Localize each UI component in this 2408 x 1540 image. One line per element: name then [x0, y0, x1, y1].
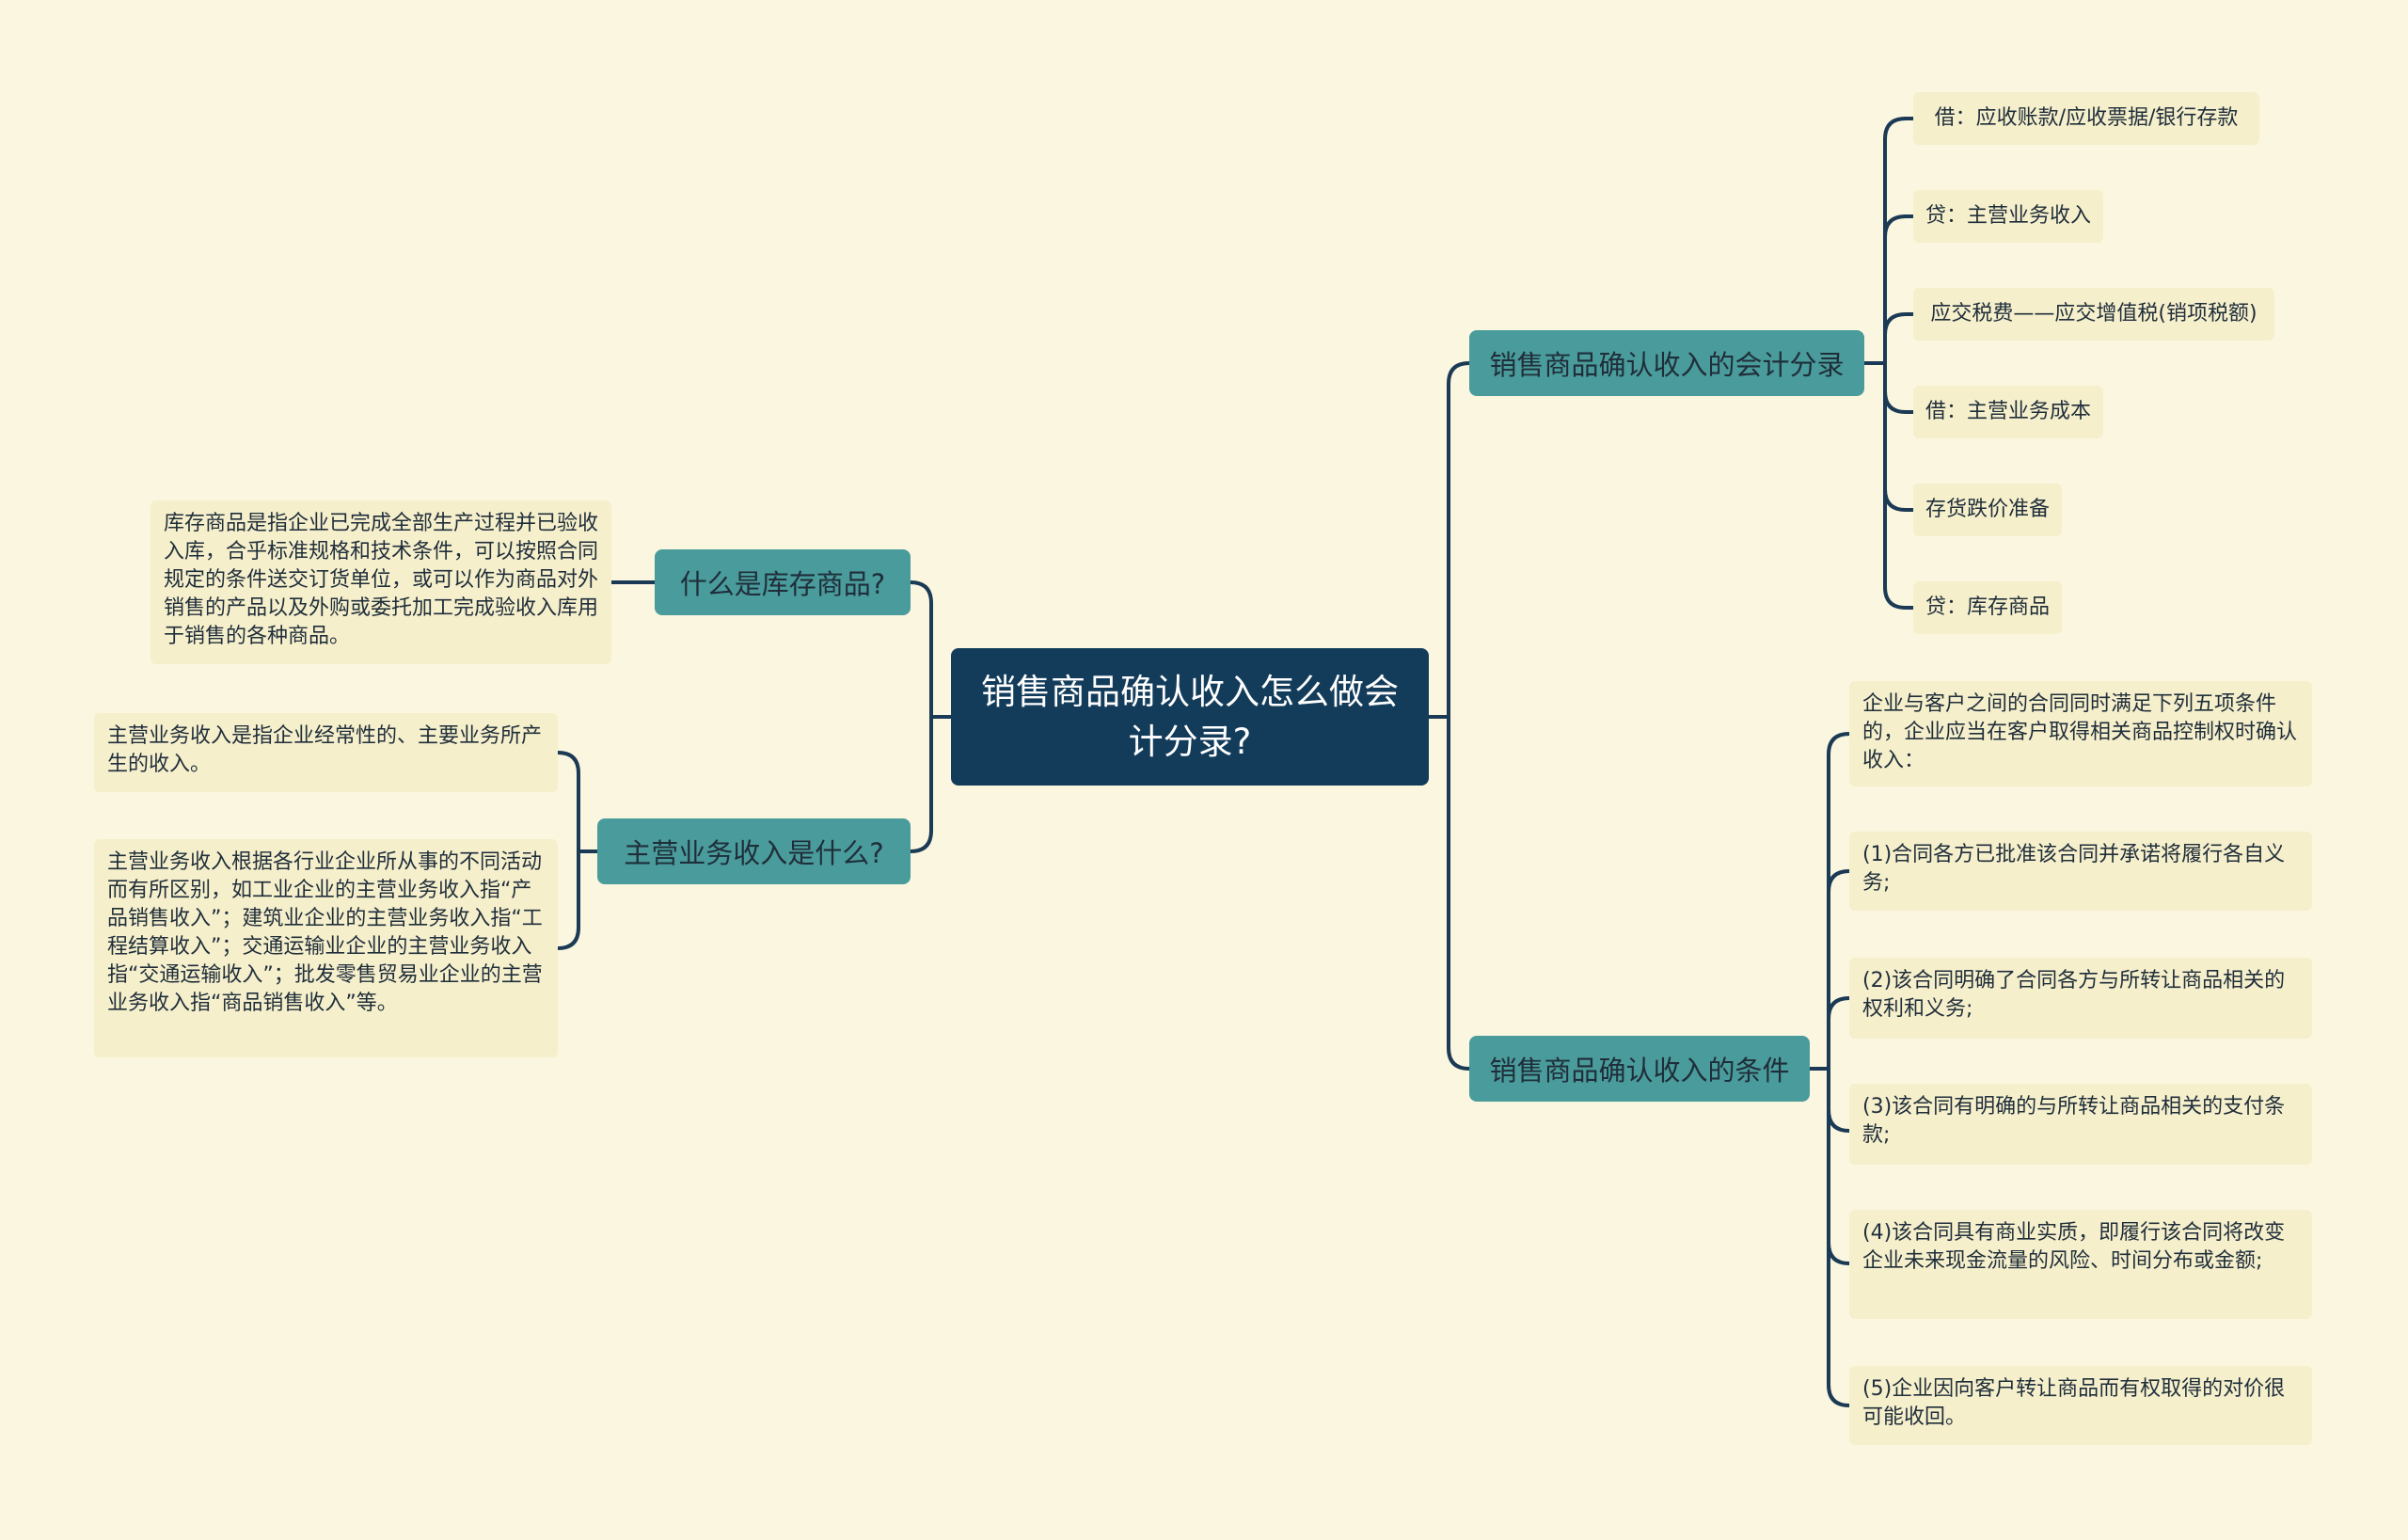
branch-inventory-label: 什么是库存商品? [679, 568, 886, 600]
leaf-journal-entry[interactable]: 应交税费——应交增值税(销项税额) [1913, 288, 2274, 341]
leaf-condition[interactable]: (4)该合同具有商业实质，即履行该合同将改变企业未来现金流量的风险、时间分布或金… [1849, 1210, 2312, 1319]
branch-journal-entries[interactable]: 销售商品确认收入的会计分录 [1469, 330, 1864, 396]
branch-conditions-label: 销售商品确认收入的条件 [1489, 1055, 1790, 1087]
branch-conditions[interactable]: 销售商品确认收入的条件 [1469, 1036, 1810, 1102]
root-topic[interactable]: 销售商品确认收入怎么做会计分录? [951, 648, 1429, 786]
leaf-journal-entry[interactable]: 贷：库存商品 [1913, 581, 2062, 634]
leaf-journal-entry[interactable]: 贷：主营业务收入 [1913, 190, 2103, 243]
leaf-condition[interactable]: (2)该合同明确了合同各方与所转让商品相关的权利和义务; [1849, 958, 2312, 1039]
leaf-journal-entry[interactable]: 存货跌价准备 [1913, 484, 2062, 536]
branch-inventory[interactable]: 什么是库存商品? [655, 549, 911, 615]
leaf-condition[interactable]: (3)该合同有明确的与所转让商品相关的支付条款; [1849, 1084, 2312, 1165]
leaf-main-revenue-definition[interactable]: 主营业务收入是指企业经常性的、主要业务所产生的收入。 [94, 713, 558, 792]
leaf-inventory-definition[interactable]: 库存商品是指企业已完成全部生产过程并已验收入库，合乎标准规格和技术条件，可以按照… [150, 500, 611, 664]
leaf-condition[interactable]: (1)合同各方已批准该合同并承诺将履行各自义务; [1849, 832, 2312, 911]
leaf-journal-entry[interactable]: 借：主营业务成本 [1913, 386, 2103, 438]
leaf-main-revenue-detail[interactable]: 主营业务收入根据各行业企业所从事的不同活动而有所区别，如工业企业的主营业务收入指… [94, 839, 558, 1057]
leaf-journal-entry[interactable]: 借：应收账款/应收票据/银行存款 [1913, 92, 2259, 145]
link-root-conditions [1427, 715, 1471, 1071]
link-root-journal [1427, 361, 1471, 719]
leaf-condition[interactable]: (5)企业因向客户转让商品而有权取得的对价很可能收回。 [1849, 1366, 2312, 1445]
link-root-main-revenue [909, 715, 953, 853]
root-topic-label: 销售商品确认收入怎么做会计分录? [981, 672, 1399, 762]
branch-main-revenue[interactable]: 主营业务收入是什么? [597, 818, 911, 884]
branch-journal-entries-label: 销售商品确认收入的会计分录 [1489, 349, 1845, 381]
branch-main-revenue-label: 主营业务收入是什么? [624, 837, 884, 869]
link-root-inventory [909, 580, 953, 719]
leaf-condition[interactable]: 企业与客户之间的合同同时满足下列五项条件的，企业应当在客户取得相关商品控制权时确… [1849, 681, 2312, 786]
